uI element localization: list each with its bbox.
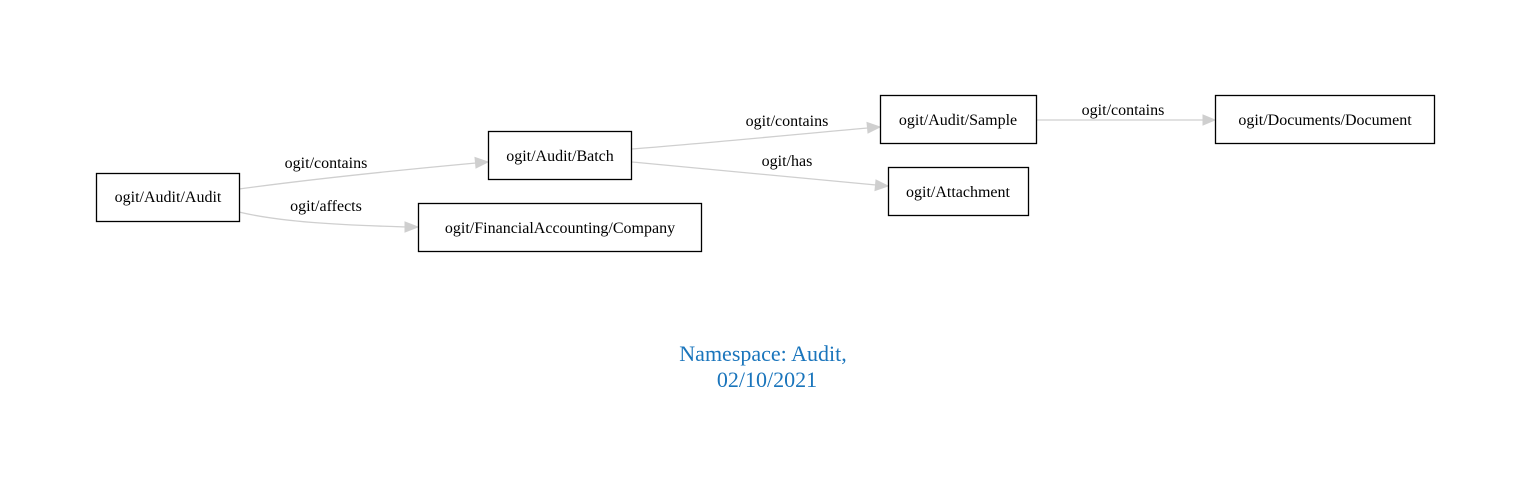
arrowhead bbox=[1202, 114, 1217, 126]
edge-batch-sample: ogit/contains bbox=[631, 113, 882, 150]
node-attachment[interactable]: ogit/Attachment bbox=[887, 166, 1030, 217]
arrowhead bbox=[866, 121, 882, 134]
edge-audit-batch: ogit/contains bbox=[238, 155, 490, 190]
edge-label-contains: ogit/contains bbox=[746, 113, 829, 130]
edge-line bbox=[631, 161, 877, 186]
edge-line bbox=[238, 162, 477, 190]
node-box bbox=[417, 202, 703, 253]
node-label: ogit/Audit/Batch bbox=[506, 148, 614, 165]
node-label: ogit/Documents/Document bbox=[1238, 112, 1412, 129]
node-box bbox=[1214, 94, 1436, 145]
node-audit[interactable]: ogit/Audit/Audit bbox=[95, 172, 241, 223]
edge-line bbox=[238, 211, 407, 228]
node-batch[interactable]: ogit/Audit/Batch bbox=[487, 130, 633, 181]
edge-audit-company: ogit/affects bbox=[238, 198, 420, 233]
node-label: ogit/Audit/Audit bbox=[115, 189, 222, 206]
node-box bbox=[95, 172, 241, 223]
node-label: ogit/Attachment bbox=[906, 184, 1011, 201]
node-box bbox=[879, 94, 1038, 145]
edge-batch-attachment: ogit/has bbox=[631, 153, 890, 192]
edge-label-contains: ogit/contains bbox=[285, 155, 368, 172]
node-sample[interactable]: ogit/Audit/Sample bbox=[879, 94, 1038, 145]
arrowhead bbox=[474, 156, 490, 169]
edge-label-contains: ogit/contains bbox=[1082, 102, 1165, 119]
node-company[interactable]: ogit/FinancialAccounting/Company bbox=[417, 202, 703, 253]
node-label: ogit/FinancialAccounting/Company bbox=[445, 220, 675, 237]
node-label: ogit/Audit/Sample bbox=[899, 112, 1017, 129]
arrowhead bbox=[404, 221, 420, 233]
node-document[interactable]: ogit/Documents/Document bbox=[1214, 94, 1436, 145]
diagram-caption: Namespace: Audit, 02/10/2021 bbox=[679, 341, 846, 392]
node-box bbox=[887, 166, 1030, 217]
edge-sample-document: ogit/contains bbox=[1037, 102, 1217, 126]
caption-namespace: Namespace: Audit, bbox=[679, 341, 846, 366]
node-box bbox=[487, 130, 633, 181]
arrowhead bbox=[874, 179, 890, 192]
edge-label-affects: ogit/affects bbox=[290, 198, 362, 215]
caption-date: 02/10/2021 bbox=[717, 367, 817, 392]
edge-label-has: ogit/has bbox=[762, 153, 813, 170]
edge-line bbox=[631, 127, 869, 150]
